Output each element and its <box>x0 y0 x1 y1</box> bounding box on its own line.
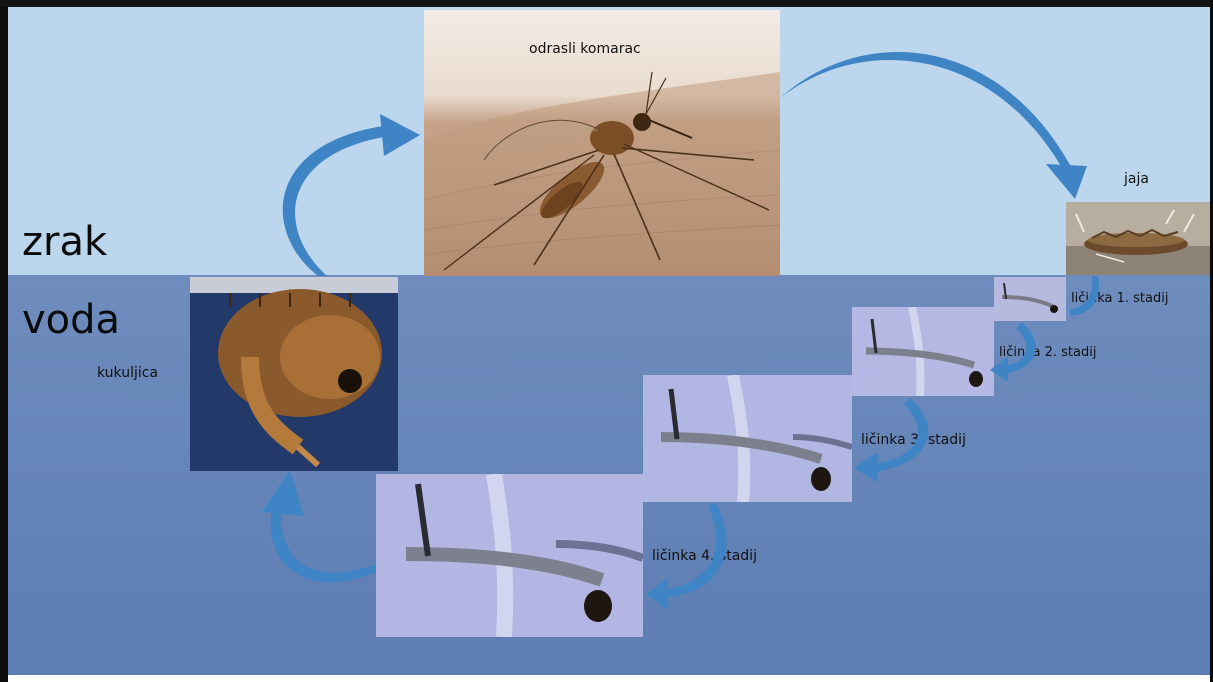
arrow-adult-to-eggs <box>780 52 1087 199</box>
arrow-larva2-to-larva3 <box>854 398 928 482</box>
arrow-larva4-to-pupa <box>262 470 376 582</box>
arrow-larva3-to-larva4 <box>646 502 726 610</box>
arrow-larva1-to-larva2 <box>990 322 1036 382</box>
arrow-eggs-to-larva1 <box>1070 276 1099 316</box>
arrow-pupa-to-adult <box>283 114 420 276</box>
